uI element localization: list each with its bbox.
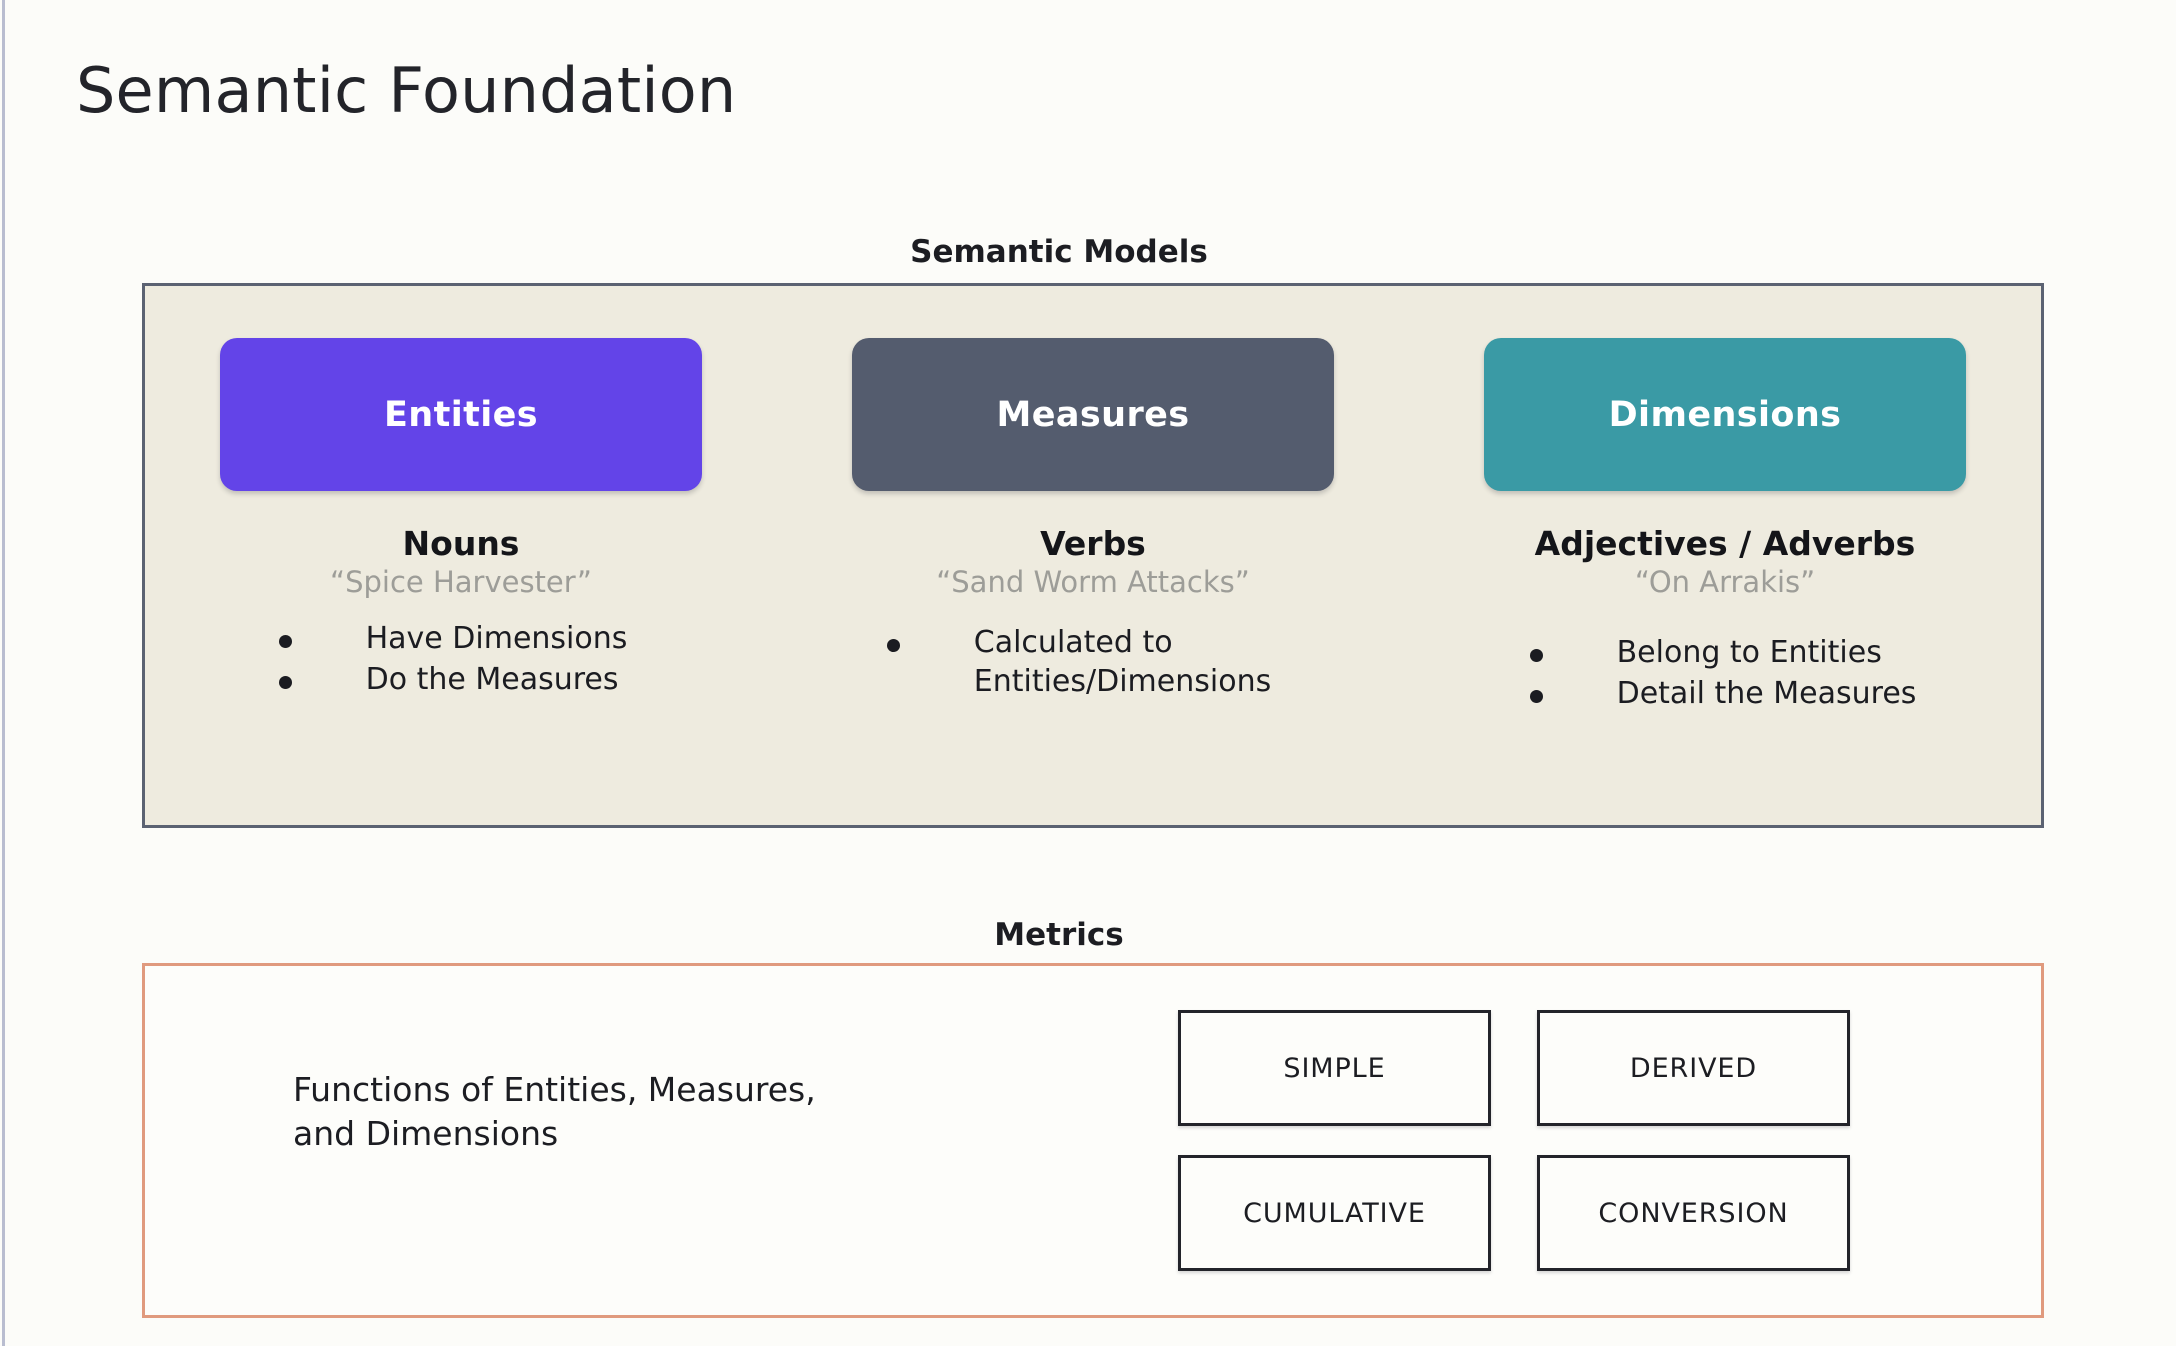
metric-box-cumulative-label: CUMULATIVE — [1243, 1197, 1426, 1229]
measures-example: “Sand Worm Attacks” — [936, 564, 1250, 599]
measures-part-of-speech: Verbs — [1040, 524, 1146, 563]
model-column-entities: Entities Nouns “Spice Harvester” Have Di… — [145, 286, 777, 825]
left-edge-rule — [2, 0, 5, 1346]
entities-example: “Spice Harvester” — [330, 564, 592, 599]
entities-bullet-text: Have Dimensions — [365, 621, 628, 657]
metric-box-simple-label: SIMPLE — [1283, 1052, 1386, 1084]
metric-box-derived[interactable]: DERIVED — [1537, 1010, 1850, 1126]
page-title: Semantic Foundation — [76, 54, 737, 127]
entities-card-label: Entities — [383, 394, 539, 435]
semantic-models-columns: Entities Nouns “Spice Harvester” Have Di… — [145, 286, 2041, 825]
metric-box-conversion[interactable]: CONVERSION — [1537, 1155, 1850, 1271]
list-item: Belong to Entities — [1529, 634, 1917, 672]
entities-part-of-speech: Nouns — [402, 524, 520, 563]
entities-bullet-text: Do the Measures — [365, 661, 619, 697]
metric-box-derived-label: DERIVED — [1629, 1052, 1758, 1084]
metric-box-cumulative[interactable]: CUMULATIVE — [1178, 1155, 1491, 1271]
dimensions-part-of-speech: Adjectives / Adverbs — [1534, 524, 1916, 563]
semantic-models-panel: Entities Nouns “Spice Harvester” Have Di… — [142, 283, 2044, 828]
list-item: Calculated to Entities/Dimensions — [886, 624, 1272, 701]
model-column-measures: Measures Verbs “Sand Worm Attacks” Calcu… — [777, 286, 1409, 825]
list-item: Have Dimensions — [278, 620, 628, 658]
bullet-dot-icon — [1529, 689, 1543, 703]
dimensions-card-label: Dimensions — [1608, 394, 1842, 435]
metric-box-conversion-label: CONVERSION — [1598, 1197, 1789, 1229]
metric-box-simple[interactable]: SIMPLE — [1178, 1010, 1491, 1126]
entities-bullet-list: Have Dimensions Do the Measures — [278, 620, 628, 701]
measures-card[interactable]: Measures — [852, 338, 1334, 491]
dimensions-bullet-list: Belong to Entities Detail the Measures — [1529, 634, 1917, 715]
list-item: Do the Measures — [278, 661, 628, 699]
list-item: Detail the Measures — [1529, 675, 1917, 713]
metrics-caption: Functions of Entities, Measures, and Dim… — [293, 1070, 816, 1153]
dimensions-example: “On Arrakis” — [1634, 564, 1816, 599]
bullet-dot-icon — [886, 639, 900, 653]
dimensions-bullet-text: Detail the Measures — [1616, 675, 1917, 711]
dimensions-card[interactable]: Dimensions — [1484, 338, 1966, 491]
metrics-panel: Functions of Entities, Measures, and Dim… — [142, 963, 2044, 1318]
measures-bullet-text: Calculated to Entities/Dimensions — [973, 625, 1272, 699]
metric-type-grid: SIMPLE DERIVED CUMULATIVE CONVERSION — [1178, 1010, 1850, 1271]
entities-card[interactable]: Entities — [220, 338, 702, 491]
bullet-dot-icon — [278, 675, 292, 689]
bullet-dot-icon — [278, 635, 292, 649]
measures-bullet-list: Calculated to Entities/Dimensions — [886, 624, 1272, 703]
semantic-models-heading: Semantic Models — [910, 234, 1208, 270]
dimensions-bullet-text: Belong to Entities — [1616, 635, 1882, 671]
metrics-heading: Metrics — [994, 917, 1124, 953]
bullet-dot-icon — [1529, 649, 1543, 663]
measures-card-label: Measures — [996, 394, 1190, 435]
model-column-dimensions: Dimensions Adjectives / Adverbs “On Arra… — [1409, 286, 2041, 825]
